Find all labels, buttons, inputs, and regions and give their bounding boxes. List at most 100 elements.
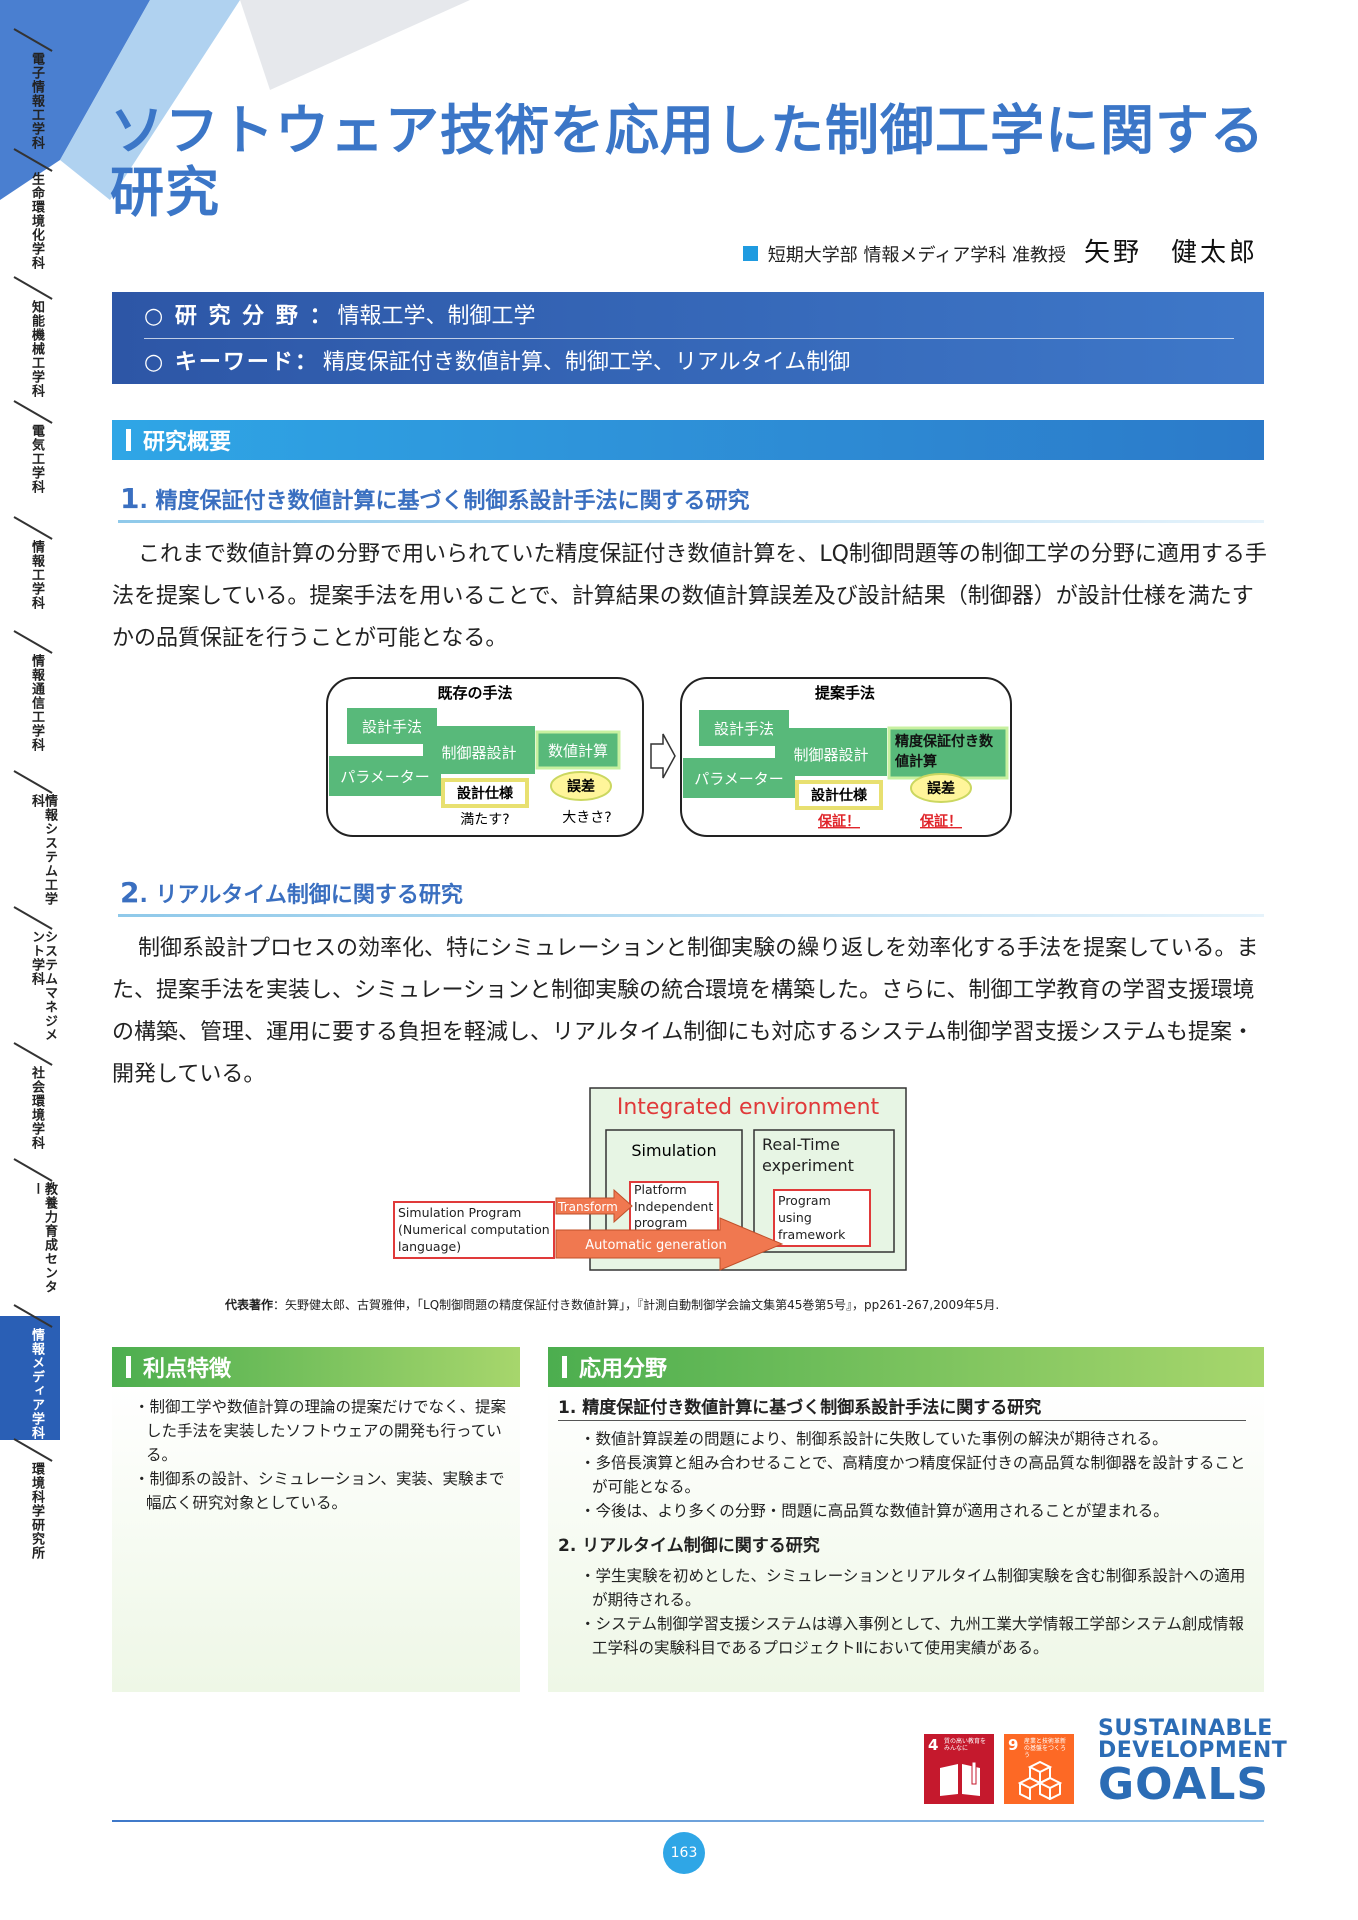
label-simulation: Simulation (631, 1141, 716, 1160)
bullet-square-icon (742, 246, 758, 261)
auto-generation-arrow-icon (555, 1217, 784, 1271)
sidebar-tab[interactable]: 情報通信工学科 (0, 642, 60, 772)
sdg-4-text: 質の高い教育をみんなに (944, 1738, 987, 1752)
sidebar-tab-label: 電気工学科 (29, 424, 44, 494)
book-icon (940, 1762, 980, 1796)
box-verified-calc (887, 726, 1009, 780)
sdg-goal-9-tile: 9 産業と技術革新の基盤をつくろう (1004, 1734, 1074, 1804)
sidebar-tab[interactable]: 情報工学科 (0, 528, 60, 632)
overview-heading: 研究概要 (112, 420, 1264, 460)
caption-label: 代表著作 (225, 1298, 274, 1312)
label-spec-left: 設計仕様 (457, 785, 514, 802)
section2-heading: 2. リアルタイム制御に関する研究 (120, 876, 463, 909)
application-item: ・今後は、より多くの分野・問題に高品質な数値計算が適用されることが望まれる。 (580, 1502, 1169, 1520)
sidebar-tab[interactable]: 情報メディア学科 (0, 1316, 60, 1440)
sidebar-tab-label: システムマネジメント学科 (29, 930, 57, 1042)
sidebar-tab[interactable]: 生命環境化学科 (0, 160, 60, 278)
sidebar-tab[interactable]: 電子情報工学科 (0, 40, 60, 150)
figure-proposed-method: 既存の手法 設計手法 制御器設計 パラメーター 数値計算 設計仕様 誤差 満たす… (326, 677, 1012, 837)
sdgs-line-3: GOALS (1098, 1759, 1270, 1810)
keyword-value: 精度保証付き数値計算、制御工学、リアルタイム制御 (322, 350, 851, 375)
label-error-left: 誤差 (567, 778, 595, 795)
section1-title: . 精度保証付き数値計算に基づく制御系設計手法に関する研究 (139, 489, 750, 514)
sdg-4-number: 4 (928, 1736, 939, 1754)
sidebar-tab[interactable]: 知能機械工学科 (0, 288, 60, 402)
label-numeric-calc: 数値計算 (548, 742, 608, 760)
oval-error-right (910, 773, 972, 803)
label-program-fw: Program using framework (778, 1193, 846, 1242)
sidebar-tab-label: 情報通信工学科 (29, 654, 44, 752)
sidebar-tab-label: 情報システム工学科 (29, 794, 57, 906)
sidebar-tab-label: 生命環境化学科 (29, 172, 44, 270)
label-guarantee-2: 保証！ (919, 813, 962, 830)
field-row: ○ 研 究 分 野 ： 情報工学、制御工学 (144, 294, 536, 334)
application-item: ・学生実験を初めとした、シミュレーションとリアルタイム制御実験を含む制御系設計へ… (580, 1567, 1246, 1609)
program-fw-box (773, 1189, 871, 1247)
box-design-method-2 (699, 710, 789, 746)
arrow-right-icon (650, 733, 676, 779)
sidebar-tab-label: 教養力育成センター (29, 1182, 57, 1294)
label-spec-right: 設計仕様 (811, 787, 868, 804)
section1-body: これまで数値計算の分野で用いられていた精度保証付き数値計算を、LQ制御問題等の制… (112, 542, 1267, 651)
sim-program-box (393, 1201, 555, 1259)
sdg-9-text: 産業と技術革新の基盤をつくろう (1024, 1738, 1067, 1759)
label-controller-design-2: 制御器設計 (793, 746, 868, 764)
figure-integrated-environment: Integrated environment Simulation Real-T… (393, 1087, 907, 1271)
keyword-row: ○ キーワード： 精度保証付き数値計算、制御工学、リアルタイム制御 (144, 340, 850, 380)
keyword-label: ○ キーワード： (144, 350, 319, 375)
label-error-right: 誤差 (927, 780, 955, 797)
label-integrated: Integrated environment (617, 1095, 880, 1120)
author-department: 短期大学部 情報メディア学科 准教授 (767, 245, 1066, 266)
sidebar-tab-label: 情報メディア学科 (29, 1328, 44, 1440)
label-platform: Platform Independent program (634, 1182, 714, 1230)
label-guarantee-1: 保証！ (817, 813, 860, 830)
label-parameter: パラメーター (340, 768, 430, 786)
oval-error-left (550, 771, 612, 801)
label-large: 大きさ? (562, 810, 611, 826)
section2-title: . リアルタイム制御に関する研究 (139, 883, 463, 908)
sidebar-tab[interactable]: システムマネジメント学科 (0, 918, 60, 1044)
heading-bar-icon (126, 1356, 131, 1378)
proposed-method-title: 提案手法 (815, 684, 875, 702)
sidebar-tab[interactable]: 電気工学科 (0, 412, 60, 518)
sdgs-line-1: SUSTAINABLE (1098, 1716, 1273, 1741)
sidebar-tab-label: 環境科学研究所 (29, 1462, 44, 1560)
sidebar-tab-label: 電子情報工学科 (29, 52, 44, 150)
advantages-body: ・制御工学や数値計算の理論の提案だけでなく、提案した手法を実装したソフトウェアの… (112, 1387, 520, 1692)
section2-body: 制御系設計プロセスの効率化、特にシミュレーションと制御実験の繰り返しを効率化する… (112, 936, 1259, 1087)
advantage-item: ・制御系の設計、シミュレーション、実装、実験まで幅広く研究対象としている。 (134, 1470, 505, 1512)
advantages-heading: 利点特徴 (112, 1347, 520, 1387)
caption-text: ：矢野健太郎、古賀雅伸，「LQ制御問題の精度保証付き数値計算」，『計測自動制御学… (273, 1298, 1000, 1312)
field-divider (144, 338, 1234, 339)
department-sidebar: 電子情報工学科生命環境化学科知能機械工学科電気工学科情報工学科情報通信工学科情報… (0, 28, 60, 1900)
existing-method-title: 既存の手法 (437, 684, 512, 702)
research-field-box: ○ 研 究 分 野 ： 情報工学、制御工学 ○ キーワード： 精度保証付き数値計… (112, 292, 1264, 384)
sidebar-tab[interactable]: 社会環境学科 (0, 1054, 60, 1160)
label-controller-design: 制御器設計 (441, 744, 516, 762)
overview-heading-text: 研究概要 (143, 430, 232, 455)
applications-heading: 応用分野 (548, 1347, 1264, 1387)
sidebar-tab[interactable]: 教養力育成センター (0, 1170, 60, 1306)
sidebar-tab[interactable]: 情報システム工学科 (0, 782, 60, 908)
sidebar-tab[interactable]: 環境科学研究所 (0, 1450, 60, 1580)
label-satisfy: 満たす? (460, 812, 509, 828)
label-parameter-2: パラメーター (694, 770, 784, 788)
page-number: 163 (663, 1832, 705, 1874)
label-auto-gen: Automatic generation (585, 1238, 727, 1253)
heading-bar-icon (126, 429, 131, 451)
label-design-method: 設計手法 (362, 718, 422, 736)
section1-number: 1 (120, 482, 140, 515)
label-verified-calc: 精度保証付き数値計算 (895, 734, 993, 770)
label-design-method-2: 設計手法 (714, 720, 774, 738)
application-item: ・数値計算誤差の問題により、制御系設計に失敗していた事例の解決が期待される。 (580, 1430, 1168, 1448)
advantage-item: ・制御工学や数値計算の理論の提案だけでなく、提案した手法を実装したソフトウェアの… (134, 1398, 507, 1464)
author-name: 矢野 健太郎 (1083, 238, 1258, 268)
box-parameter-2 (683, 758, 795, 798)
field-label: ○ 研 究 分 野 ： (144, 304, 334, 329)
section2-underline (118, 914, 1264, 917)
application-group-title: 1. 精度保証付き数値計算に基づく制御系設計手法に関する研究 (558, 1393, 1246, 1421)
sdg-goal-4-tile: 4 質の高い教育をみんなに (924, 1734, 994, 1804)
box-spec-right (795, 780, 883, 810)
box-design-method (347, 708, 437, 744)
label-transform: Transform (557, 1200, 618, 1214)
